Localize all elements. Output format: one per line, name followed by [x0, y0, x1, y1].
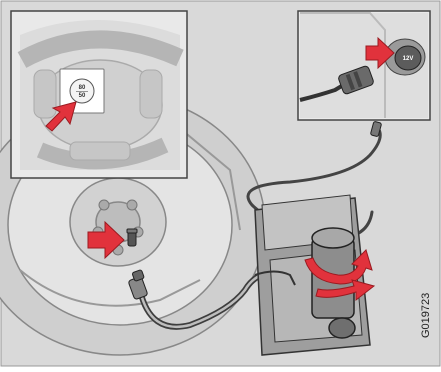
- socket-inset: 12V: [298, 11, 430, 120]
- figure-code: G019723: [420, 293, 432, 338]
- speed-label-bottom: 50: [79, 93, 86, 99]
- speed-label-top: 80: [79, 85, 86, 91]
- socket-label: 12V: [403, 56, 414, 62]
- tyre-valve: [127, 229, 137, 246]
- steering-wheel-inset: 80 50: [11, 11, 187, 178]
